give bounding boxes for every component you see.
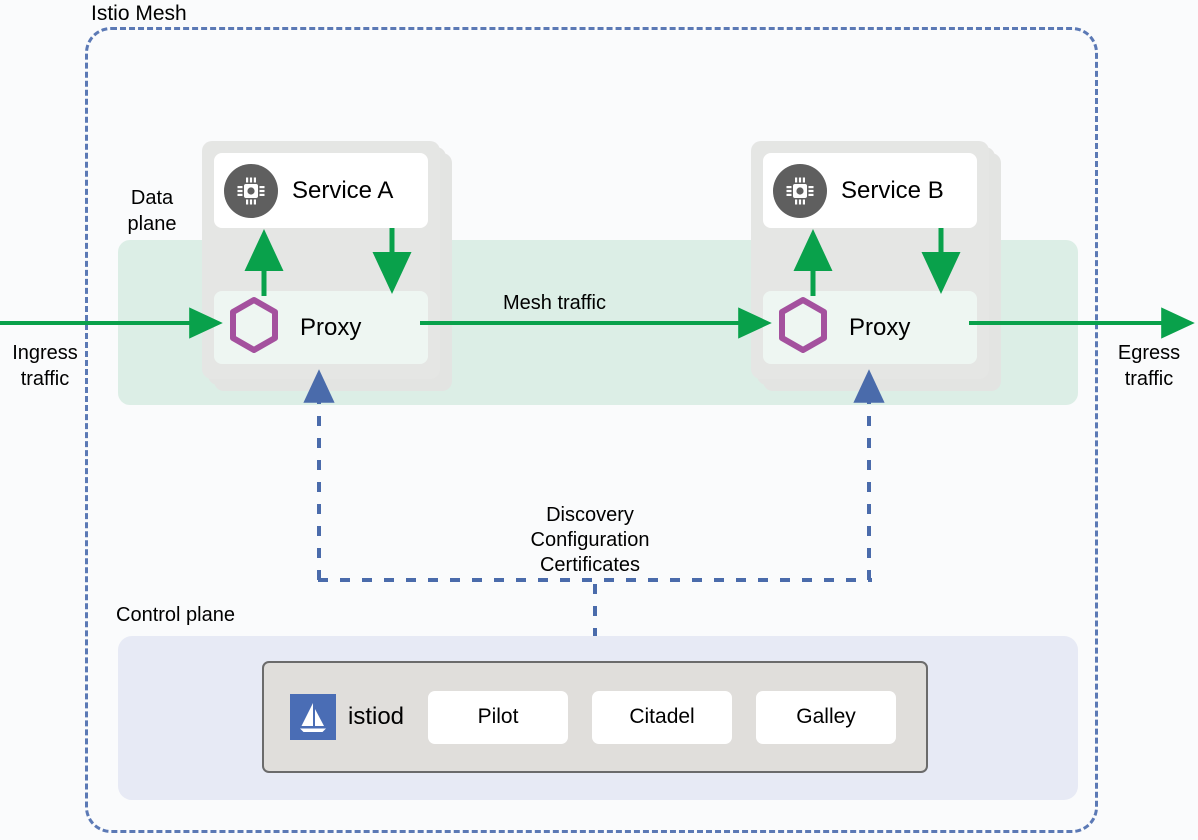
ingress-label-line2: traffic: [20, 368, 70, 390]
component-pilot[interactable]: Pilot: [428, 690, 569, 744]
data-plane-label-line2: plane: [127, 213, 177, 235]
pod-service-b: Service B Proxy: [751, 141, 1001, 391]
control-plane-payload-label: Discovery Configuration Certificates: [494, 503, 686, 578]
ingress-traffic-label: Ingress traffic: [0, 340, 90, 392]
service-b-box: Service B: [763, 153, 977, 228]
pod-card: Service A Proxy: [202, 141, 440, 379]
istiod-container: istiod Pilot Citadel Galley: [262, 661, 928, 773]
istiod-label: istiod: [348, 703, 405, 730]
data-plane-label: Data plane: [104, 185, 200, 237]
proxy-b-label: Proxy: [849, 313, 911, 341]
data-plane-label-line1: Data: [130, 187, 174, 209]
service-b-label: Service B: [841, 176, 944, 204]
pod-card: Service B Proxy: [751, 141, 989, 379]
cpu-chip-icon: [773, 163, 827, 218]
istio-mesh-label: Istio Mesh: [84, 2, 194, 26]
component-galley[interactable]: Galley: [756, 690, 897, 744]
certificates-line: Certificates: [539, 554, 641, 576]
pod-service-a: Service A Proxy: [202, 141, 452, 391]
envoy-hexagon-icon: [777, 296, 829, 359]
component-citadel[interactable]: Citadel: [592, 690, 733, 744]
egress-label-line2: traffic: [1124, 368, 1174, 390]
istio-mesh-boundary: [85, 27, 1098, 833]
egress-label-line1: Egress: [1117, 342, 1181, 364]
service-a-box: Service A: [214, 153, 428, 228]
control-plane-label: Control plane: [116, 604, 235, 626]
mesh-traffic-label: Mesh traffic: [503, 292, 606, 314]
egress-traffic-label: Egress traffic: [1104, 340, 1194, 392]
discovery-line: Discovery: [546, 504, 634, 526]
istio-sailboat-logo: [290, 694, 336, 740]
proxy-b-box: Proxy: [763, 291, 977, 364]
proxy-a-label: Proxy: [300, 313, 362, 341]
cpu-chip-icon: [224, 163, 278, 218]
proxy-a-box: Proxy: [214, 291, 428, 364]
ingress-label-line1: Ingress: [12, 342, 78, 364]
service-a-label: Service A: [292, 176, 394, 204]
envoy-hexagon-icon: [228, 296, 280, 359]
configuration-line: Configuration: [530, 529, 650, 551]
